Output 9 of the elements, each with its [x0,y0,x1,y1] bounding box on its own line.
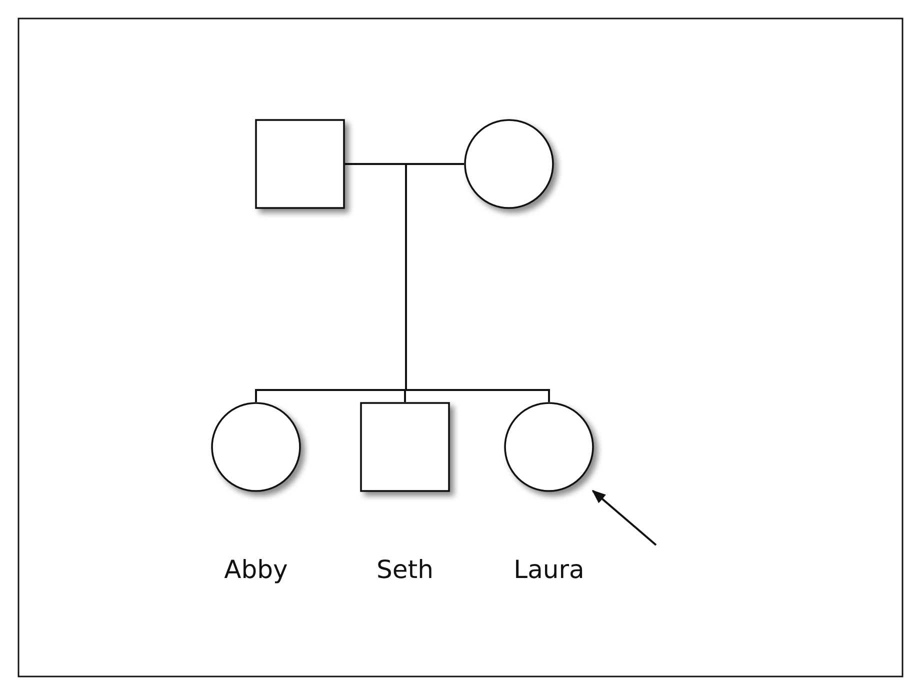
person-name: Abby [224,555,288,584]
female-circle [211,402,301,492]
person-name: Laura [514,555,584,584]
proband-arrow [592,490,657,546]
male-square [360,402,450,492]
person-name: Seth [376,555,434,584]
female-circle [504,402,594,492]
female-circle [464,119,554,209]
male-square [255,119,345,209]
